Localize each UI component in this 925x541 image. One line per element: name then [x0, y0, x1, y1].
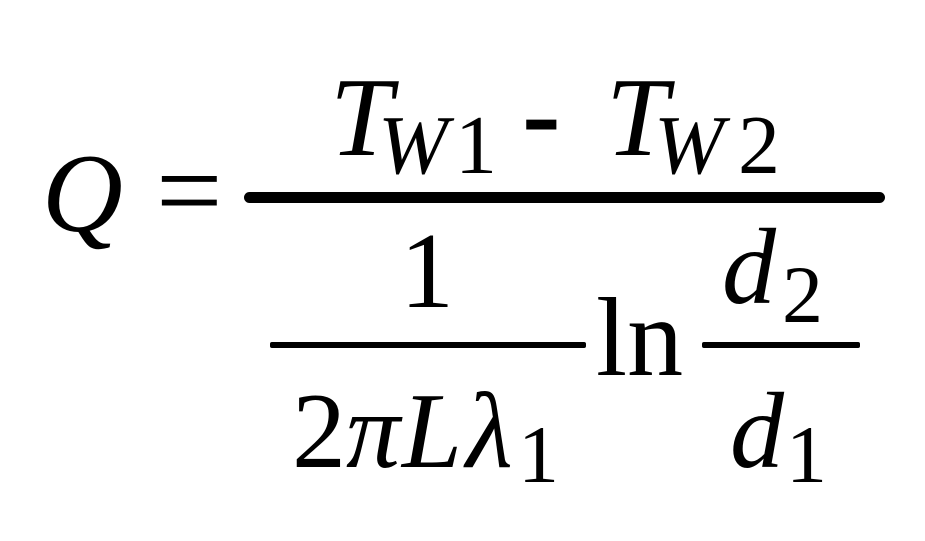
numerator-t1: T — [330, 56, 393, 180]
numerator-t2-subscript-index: 2 — [738, 99, 780, 192]
numerator-minus-sign: - — [522, 50, 561, 178]
numerator-t2: T — [606, 56, 669, 180]
ratio-numerator-d-subscript: 2 — [782, 249, 823, 340]
inner-fraction-numerator-one: 1 — [400, 212, 454, 331]
inner-fraction-bar-right — [702, 342, 860, 348]
ratio-denominator-d: d — [730, 372, 784, 491]
natural-log-operator: ln — [596, 276, 684, 400]
lambda-subscript: 1 — [518, 409, 559, 500]
inner-fraction-denominator-two: 2 — [292, 372, 346, 491]
inner-fraction-denominator-pi: π — [346, 372, 401, 491]
numerator-t2-subscript-letter: W — [654, 99, 724, 192]
inner-fraction-denominator-l: L — [402, 372, 463, 491]
main-fraction-bar — [244, 192, 885, 203]
ratio-numerator-d: d — [722, 208, 776, 327]
numerator-t1-subscript-letter: W — [378, 99, 448, 192]
inner-fraction-denominator-lambda: λ — [466, 372, 513, 491]
equals-sign: = — [156, 125, 223, 256]
ratio-denominator-d-subscript: 1 — [786, 409, 827, 500]
lhs-symbol-q: Q — [42, 132, 123, 256]
numerator-t1-subscript-index: 1 — [455, 99, 497, 192]
inner-fraction-bar-left — [270, 342, 586, 348]
